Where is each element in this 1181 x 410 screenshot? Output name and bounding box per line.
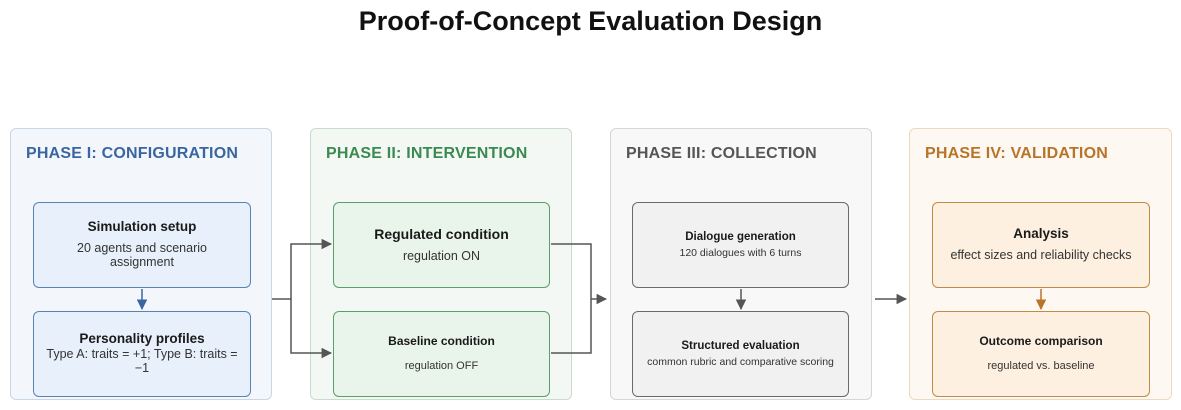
arrow-to-regulated — [272, 238, 333, 300]
analysis-box: Analysis effect sizes and reliability ch… — [932, 202, 1150, 288]
diagram-title: Proof-of-Concept Evaluation Design — [358, 6, 823, 36]
box-title: Structured evaluation — [681, 339, 800, 352]
phase-3-title: PHASE III: COLLECTION — [626, 145, 817, 162]
box-title: Baseline condition — [388, 334, 495, 349]
outcome-comparison-box: Outcome comparison regulated vs. baselin… — [932, 311, 1150, 397]
structured-evaluation-box: Structured evaluation common rubric and … — [632, 311, 849, 397]
box-desc: regulation ON — [402, 248, 481, 263]
simulation-setup-box: Simulation setup 20 agents and scenario … — [33, 202, 251, 288]
box-desc: regulation OFF — [404, 360, 479, 373]
box-title: Personality profiles — [79, 331, 205, 347]
dialogue-generation-box: Dialogue generation 120 dialogues with 6… — [632, 202, 849, 288]
personality-profiles-box: Personality profiles Type A: traits = +1… — [33, 311, 251, 397]
phase-4-title: PHASE IV: VALIDATION — [925, 145, 1108, 162]
box-desc: regulated vs. baseline — [987, 360, 1095, 373]
arrow-to-baseline — [290, 299, 333, 359]
phase-1-title: PHASE I: CONFIGURATION — [26, 145, 239, 162]
box-desc: effect sizes and reliability checks — [950, 248, 1132, 263]
baseline-condition-box: Baseline condition regulation OFF — [333, 311, 550, 397]
box-desc: common rubric and comparative scoring — [647, 356, 834, 369]
regulated-condition-box: Regulated condition regulation ON — [333, 202, 550, 288]
box-desc: 120 dialogues with 6 turns — [679, 247, 802, 260]
box-title: Analysis — [1013, 226, 1069, 242]
merge-connector — [551, 243, 592, 354]
box-title: Outcome comparison — [979, 334, 1103, 349]
box-title: Dialogue generation — [685, 230, 796, 243]
box-desc: Type A: traits = +1; Type B: traits = −1 — [46, 347, 238, 376]
box-title: Simulation setup — [87, 219, 197, 235]
box-title: Regulated condition — [374, 226, 509, 243]
phase-2-title: PHASE II: INTERVENTION — [326, 145, 528, 162]
box-desc: 20 agents and scenario assignment — [77, 241, 207, 270]
